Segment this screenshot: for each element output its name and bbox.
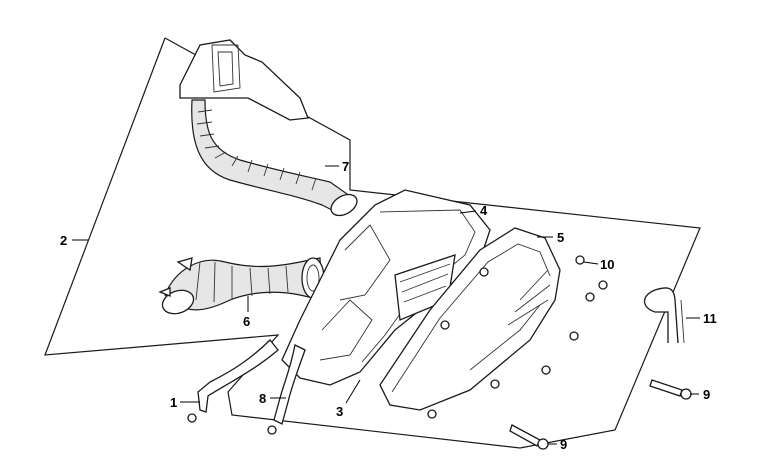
callout-9-right: 9 (703, 387, 710, 402)
callout-1: 1 (170, 395, 177, 410)
callout-4: 4 (480, 203, 488, 218)
callout-3: 3 (336, 404, 343, 419)
assembly-outline (44, 37, 701, 449)
hose-clamp (643, 287, 685, 344)
callout-2: 2 (60, 233, 67, 248)
callout-5: 5 (557, 230, 564, 245)
long-bolts (509, 379, 692, 450)
callout-8: 8 (259, 391, 266, 406)
callout-11: 11 (703, 311, 717, 326)
intake-elbow-tube (158, 257, 325, 315)
callout-9-bottom: 9 (560, 437, 567, 452)
air-box-housing (281, 189, 491, 386)
corrugated-duct (191, 99, 358, 217)
air-filter-cover (379, 227, 561, 411)
drain-hoses (187, 339, 306, 435)
intake-snorkel (179, 39, 309, 121)
callout-7: 7 (342, 159, 349, 174)
callout-6: 6 (243, 314, 250, 329)
callout-10: 10 (600, 257, 614, 272)
leader-lines (72, 165, 700, 445)
bolts (427, 255, 608, 419)
